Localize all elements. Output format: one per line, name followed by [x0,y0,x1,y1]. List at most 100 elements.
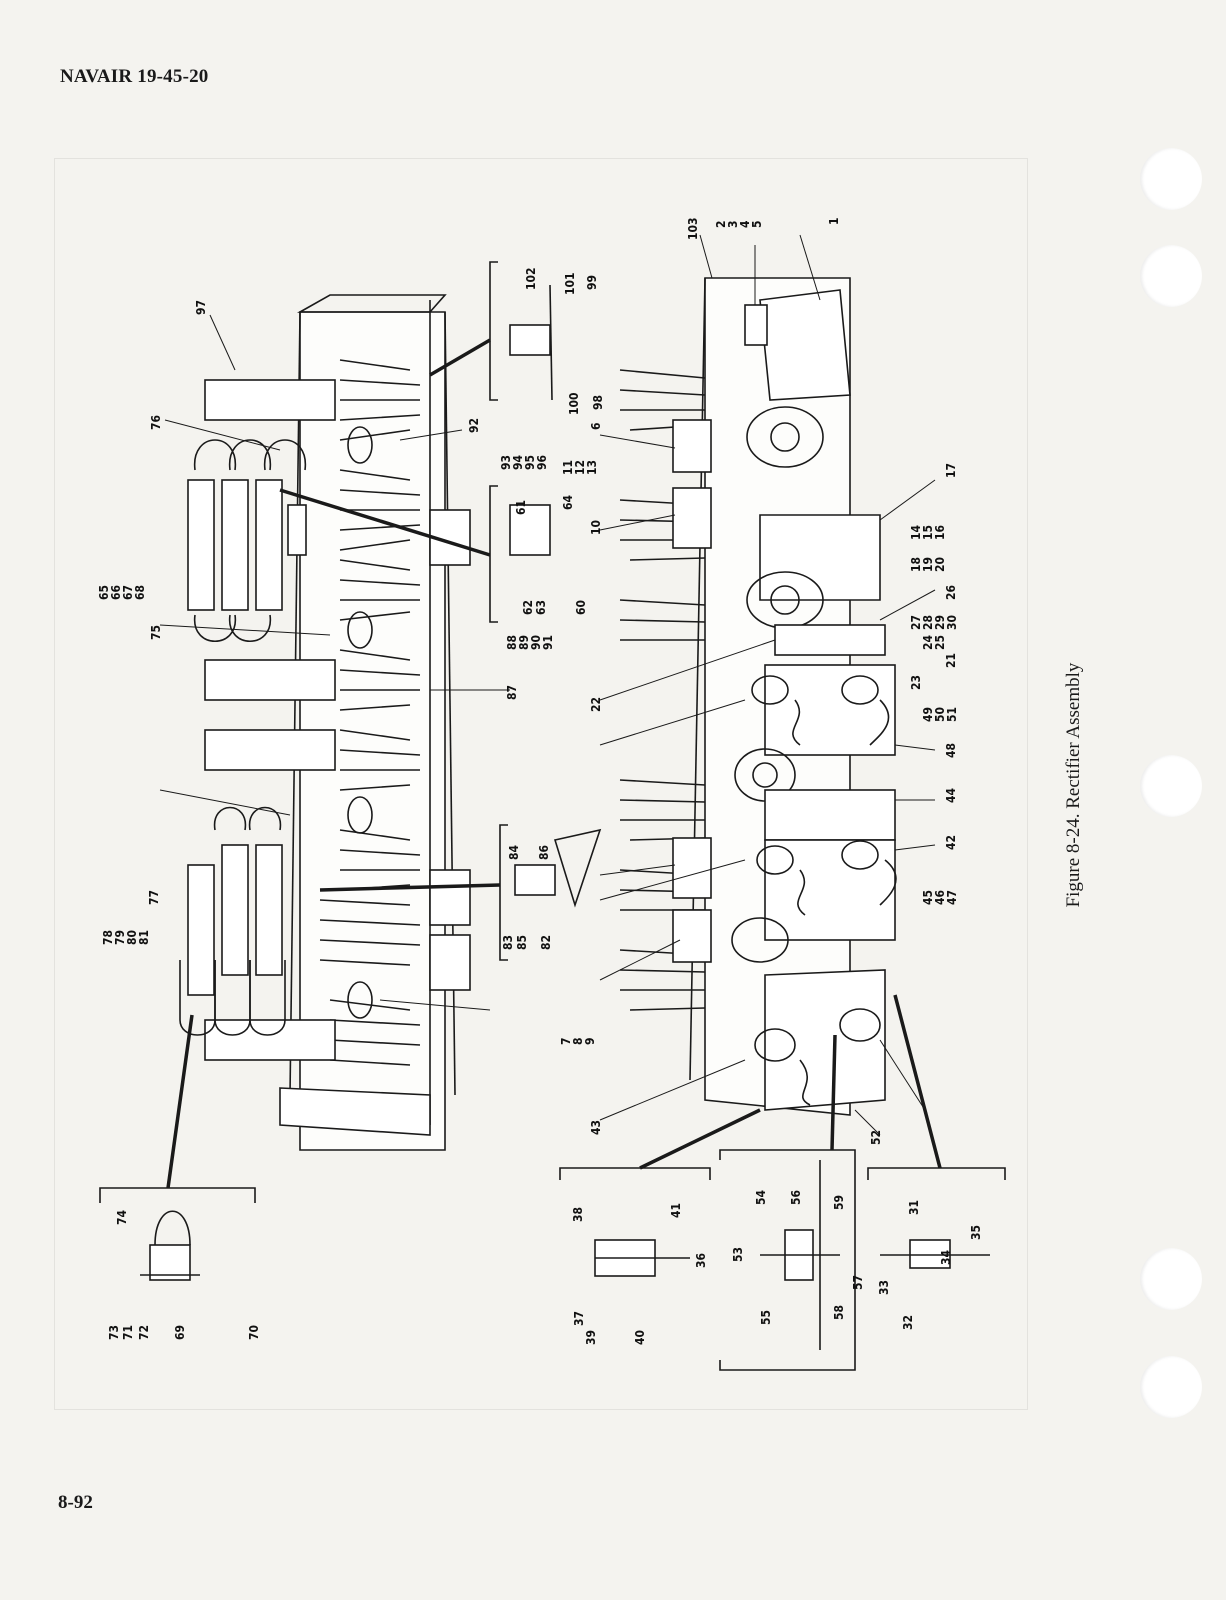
callout: 82 [539,935,553,950]
callout: 89 [517,635,531,650]
callout: 31 [907,1200,921,1215]
callout: 5 [750,220,764,228]
callout: 76 [149,415,163,430]
callout: 44 [944,787,958,803]
callout: 97 [194,300,208,315]
callout-labels: 1 2 3 4 5 6 7 8 9 10 11 12 13 14 15 16 1… [97,217,983,1345]
figure-caption-text: Figure 8-24. Rectifier Assembly [1063,662,1084,908]
callout: 40 [633,1330,647,1345]
callout: 6 [589,422,603,430]
callout: 28 [921,615,935,630]
callout: 65 [97,585,111,600]
heatsink-left-3 [204,649,421,791]
callout: 24 [921,634,935,650]
faint-parts-table-bleedthrough [54,158,1028,1410]
callout: 16 [933,525,947,540]
callout: 72 [137,1325,151,1340]
callout: 17 [944,463,958,478]
document-id: NAVAIR 19-45-20 [60,66,209,87]
callout: 20 [933,557,947,572]
detail-sketches [140,284,990,1350]
relay-box [759,289,851,401]
callout: 32 [901,1315,915,1330]
callout: 27 [909,615,923,630]
callout: 29 [933,615,947,630]
callout: 85 [515,935,529,950]
callout: 98 [591,395,605,410]
bracket-17 [759,514,881,601]
callout: 90 [529,635,543,650]
callout-leaders [159,234,936,1136]
callout: 21 [944,653,958,668]
callout: 12 [573,460,587,475]
callout: 37 [572,1311,586,1326]
callout: 48 [944,743,958,758]
callout: 68 [133,585,147,600]
callout: 23 [909,675,923,690]
callout: 49 [921,707,935,722]
callout: 79 [113,930,127,945]
callout: 7 [559,1037,573,1045]
callout: 60 [574,600,588,615]
callout: 9 [583,1037,597,1045]
callout: 59 [832,1195,846,1210]
callout: 87 [505,685,519,700]
callout: 11 [561,460,575,475]
callout: 33 [877,1280,891,1295]
callout: 14 [909,524,923,540]
callout: 54 [754,1189,768,1205]
right-assembly [619,277,897,1116]
callout: 96 [535,455,549,470]
diode-clamp-lower [179,796,373,1036]
callout: 78 [101,930,115,945]
callout: 56 [789,1190,803,1205]
callout: 43 [589,1120,603,1135]
callout: 63 [534,600,548,615]
callout: 77 [147,890,161,905]
callout: 13 [585,460,599,475]
heatsink-left-1 [204,359,421,441]
callout: 84 [507,844,521,860]
page-number: 8-92 [58,1492,93,1513]
callout: 69 [173,1325,187,1340]
callout: 19 [921,557,935,572]
callout: 91 [541,635,555,650]
callout: 74 [115,1209,129,1225]
callout: 46 [933,890,947,905]
callout: 36 [694,1253,708,1268]
callout: 70 [247,1325,261,1340]
callout: 53 [731,1247,745,1262]
binder-hole-4 [1140,1248,1202,1310]
callout: 25 [933,635,947,650]
callout: 92 [467,418,481,433]
callout: 42 [944,835,958,850]
callout: 73 [107,1325,121,1340]
callout: 95 [523,455,537,470]
callout: 62 [521,600,535,615]
callout: 101 [563,272,577,295]
callout: 38 [571,1207,585,1222]
callout: 61 [514,500,528,515]
callout: 39 [584,1330,598,1345]
terminal-strip [774,624,886,656]
callout: 26 [944,585,958,600]
binder-hole-1 [1140,148,1202,210]
callout: 94 [511,454,525,470]
callout: 100 [567,392,581,415]
binder-hole-5 [1140,1356,1202,1418]
callout: 18 [909,557,923,572]
binder-hole-3 [1140,755,1202,817]
callout: 3 [726,220,740,228]
callout: 30 [945,615,959,630]
callout: 57 [851,1275,865,1290]
callout: 102 [524,267,538,290]
diode-clamp-upper [187,426,373,649]
callout: 66 [109,585,123,600]
heatsink-left-2 [339,469,421,621]
callout: 10 [589,520,603,535]
leader-lines [166,338,942,1189]
callout: 50 [933,707,947,722]
callout: 2 [714,220,728,228]
binder-hole-2 [1140,245,1202,307]
